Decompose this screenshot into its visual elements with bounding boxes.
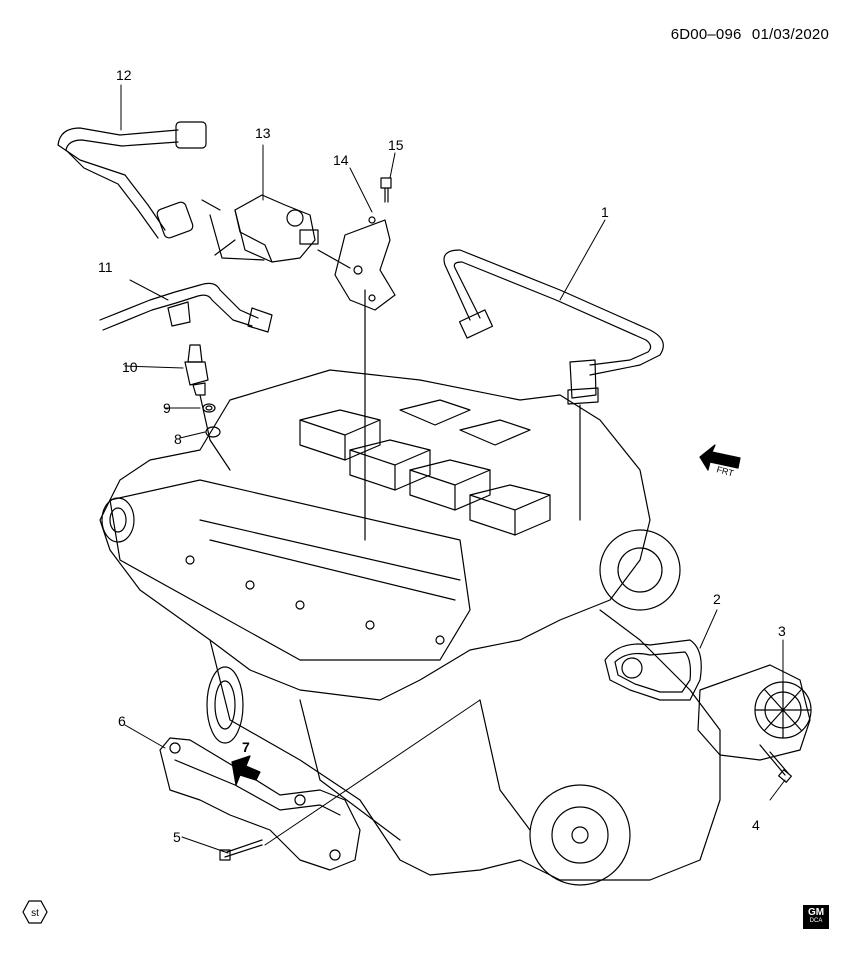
part-15-bolt — [380, 177, 392, 203]
gm-logo-text: GM — [807, 907, 825, 918]
front-label: FRT — [715, 464, 735, 478]
gm-logo: GM DCA — [803, 905, 829, 929]
manifold-bolts — [185, 555, 445, 645]
callout-3: 3 — [778, 623, 786, 639]
part-14-bracket — [334, 216, 396, 541]
callout-13: 13 — [255, 125, 271, 141]
part-10-sensor — [184, 344, 231, 471]
st-label: st — [31, 908, 39, 919]
diagram-id: 6D00–096 01/03/2020 — [671, 26, 829, 43]
callout-5: 5 — [173, 829, 181, 845]
callout-8: 8 — [174, 431, 182, 447]
part-4-bolt — [759, 744, 793, 783]
part-1-hose — [443, 249, 664, 521]
part-8-washer — [205, 426, 221, 438]
part-12-hose — [57, 121, 207, 239]
callout-1: 1 — [601, 204, 609, 220]
diagram-date: 01/03/2020 — [751, 26, 829, 43]
front-direction-arrow — [699, 444, 741, 471]
diagram-code: 6D00–096 — [670, 26, 742, 43]
part-9-oring — [202, 403, 216, 413]
part-11-hose — [99, 282, 273, 333]
callout-2: 2 — [713, 591, 721, 607]
callout-4: 4 — [752, 817, 760, 833]
callout-7: 7 — [242, 739, 250, 755]
gm-logo-sub: DCA — [809, 918, 823, 924]
callout-9: 9 — [163, 400, 171, 416]
part-3-housing — [697, 664, 812, 761]
callout-labels: 12 13 14 15 1 11 10 9 8 2 3 6 7 4 5 FRT — [98, 67, 786, 845]
callout-14: 14 — [333, 152, 349, 168]
callout-6: 6 — [118, 713, 126, 729]
part-13-valve — [201, 194, 351, 269]
st-badge: st — [22, 900, 48, 924]
ignition-coils — [299, 399, 551, 536]
callout-11: 11 — [98, 259, 113, 275]
callout-15: 15 — [388, 137, 404, 153]
hexagon-icon: st — [22, 900, 48, 924]
engine-assembly — [99, 369, 721, 886]
callout-12: 12 — [116, 67, 132, 83]
part-7-arrow — [231, 755, 261, 786]
part-5-bolt — [219, 839, 263, 861]
part-2-gasket — [604, 639, 702, 701]
callout-10: 10 — [122, 359, 138, 375]
leader-lines — [120, 84, 786, 854]
part-6-housing — [159, 737, 361, 871]
